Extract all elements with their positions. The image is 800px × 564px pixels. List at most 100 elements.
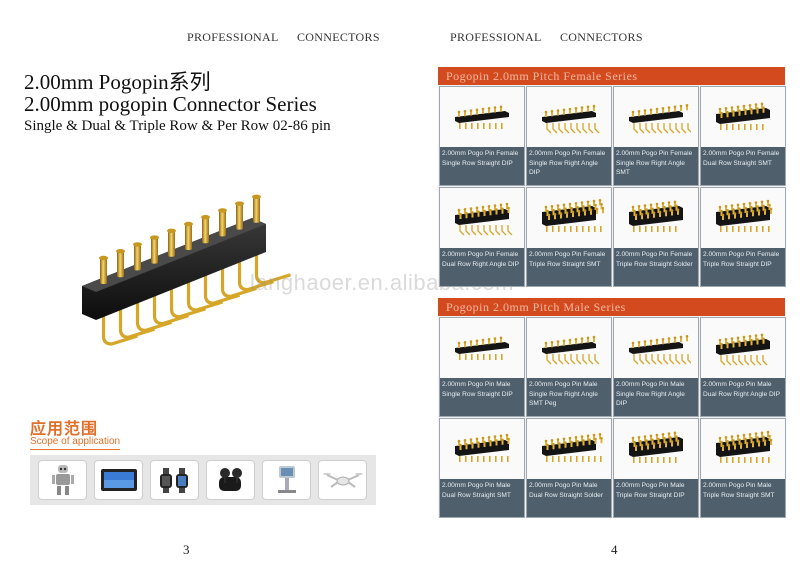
male-product-image — [527, 419, 611, 479]
caption-line1: 2.00mm Pogo Pin Male — [616, 482, 685, 489]
caption-line1: 2.00mm Pogo Pin Male — [442, 482, 511, 489]
female-product-image — [701, 188, 785, 248]
caption-line2: Dual Row Right Angle DIP — [703, 390, 780, 398]
title-cn: 2.00mm Pogopin系列 — [24, 70, 211, 94]
caption-line2: Single Row Right Angle DIP — [616, 390, 685, 408]
caption-line1: 2.00mm Pogo Pin Female — [529, 150, 606, 157]
header-connectors-right: CONNECTORS — [560, 30, 643, 44]
male-product-image — [701, 419, 785, 479]
caption-line2: Triple Row Straight SMT — [529, 260, 601, 268]
caption-line1: 2.00mm Pogo Pin Male — [616, 381, 685, 388]
caption-line1: 2.00mm Pogo Pin Male — [529, 482, 598, 489]
female-product-image — [614, 188, 698, 248]
caption-line1: 2.00mm Pogo Pin Male — [703, 482, 772, 489]
title-en: 2.00mm pogopin Connector Series — [24, 92, 317, 116]
caption-line1: 2.00mm Pogo Pin Female — [442, 150, 519, 157]
subtitle: Single & Dual & Triple Row & Per Row 02-… — [24, 118, 331, 134]
caption-line1: 2.00mm Pogo Pin Female — [529, 251, 606, 258]
header-professional-left: PROFESSIONAL — [187, 30, 279, 44]
female-product-image — [527, 87, 611, 147]
pogo-connector-image — [82, 194, 291, 346]
caption-line2: Triple Row Straight SMT — [703, 491, 775, 499]
scope-title-en: Scope of application — [30, 436, 121, 447]
caption-line1: 2.00mm Pogo Pin Female — [703, 251, 780, 258]
caption-line1: 2.00mm Pogo Pin Female — [442, 251, 519, 258]
header-professional-right: PROFESSIONAL — [450, 30, 542, 44]
robot-icon — [38, 460, 87, 500]
caption-line2: Single Row Right Angle SMT — [616, 159, 685, 177]
caption-line1: 2.00mm Pogo Pin Male — [703, 381, 772, 388]
male-series-panel: Pogopin 2.0mm Pitch Male Series 2.00mm P… — [438, 298, 786, 518]
female-product-image — [614, 87, 698, 147]
caption-line1: 2.00mm Pogo Pin Female — [616, 251, 693, 258]
caption-line2: Single Row Right Angle — [529, 390, 598, 398]
male-product-image — [440, 419, 524, 479]
caption-line2: Single Row Straight DIP — [442, 390, 513, 398]
caption-line2: Triple Row Straight Solder — [616, 260, 693, 268]
caption-line2: Dual Row Right Angle DIP — [442, 260, 519, 268]
caption-line3: SMT Peg — [529, 400, 557, 407]
page-number-left: 3 — [183, 542, 190, 557]
male-product-image — [701, 318, 785, 378]
header-connectors-left: CONNECTORS — [297, 30, 380, 44]
female-product-image — [527, 188, 611, 248]
male-product-image — [440, 318, 524, 378]
caption-line2: Dual Row Straight SMT — [442, 491, 511, 499]
scope-underline — [30, 449, 120, 450]
caption-line2: Dual Row Straight Solder — [529, 491, 604, 499]
tablet-icon — [94, 460, 143, 500]
caption-line2: Single Row Right Angle DIP — [529, 159, 598, 177]
smartwatch-icon — [150, 460, 199, 500]
caption-line1: 2.00mm Pogo Pin Female — [703, 150, 780, 157]
drone-icon — [318, 460, 367, 500]
caption-line2: Dual Row Straight SMT — [703, 159, 772, 167]
earbuds-icon — [206, 460, 255, 500]
caption-line1: 2.00mm Pogo Pin Male — [529, 381, 598, 388]
caption-line2: Triple Row Straight DIP — [703, 260, 772, 268]
female-series-panel: Pogopin 2.0mm Pitch Female Series 2.00mm… — [438, 67, 786, 287]
medical-device-icon — [262, 460, 311, 500]
male-product-image — [614, 318, 698, 378]
male-product-image — [527, 318, 611, 378]
female-product-image — [701, 87, 785, 147]
caption-line2: Single Row Straight DIP — [442, 159, 513, 167]
page-number-right: 4 — [611, 542, 618, 557]
caption-line1: 2.00mm Pogo Pin Female — [616, 150, 693, 157]
caption-line2: Triple Row Straight DIP — [616, 491, 685, 499]
caption-line1: 2.00mm Pogo Pin Male — [442, 381, 511, 388]
scope-title-cn: 应用范围 — [30, 419, 99, 438]
female-product-image — [440, 87, 524, 147]
female-series-banner: Pogopin 2.0mm Pitch Female Series — [438, 67, 785, 85]
